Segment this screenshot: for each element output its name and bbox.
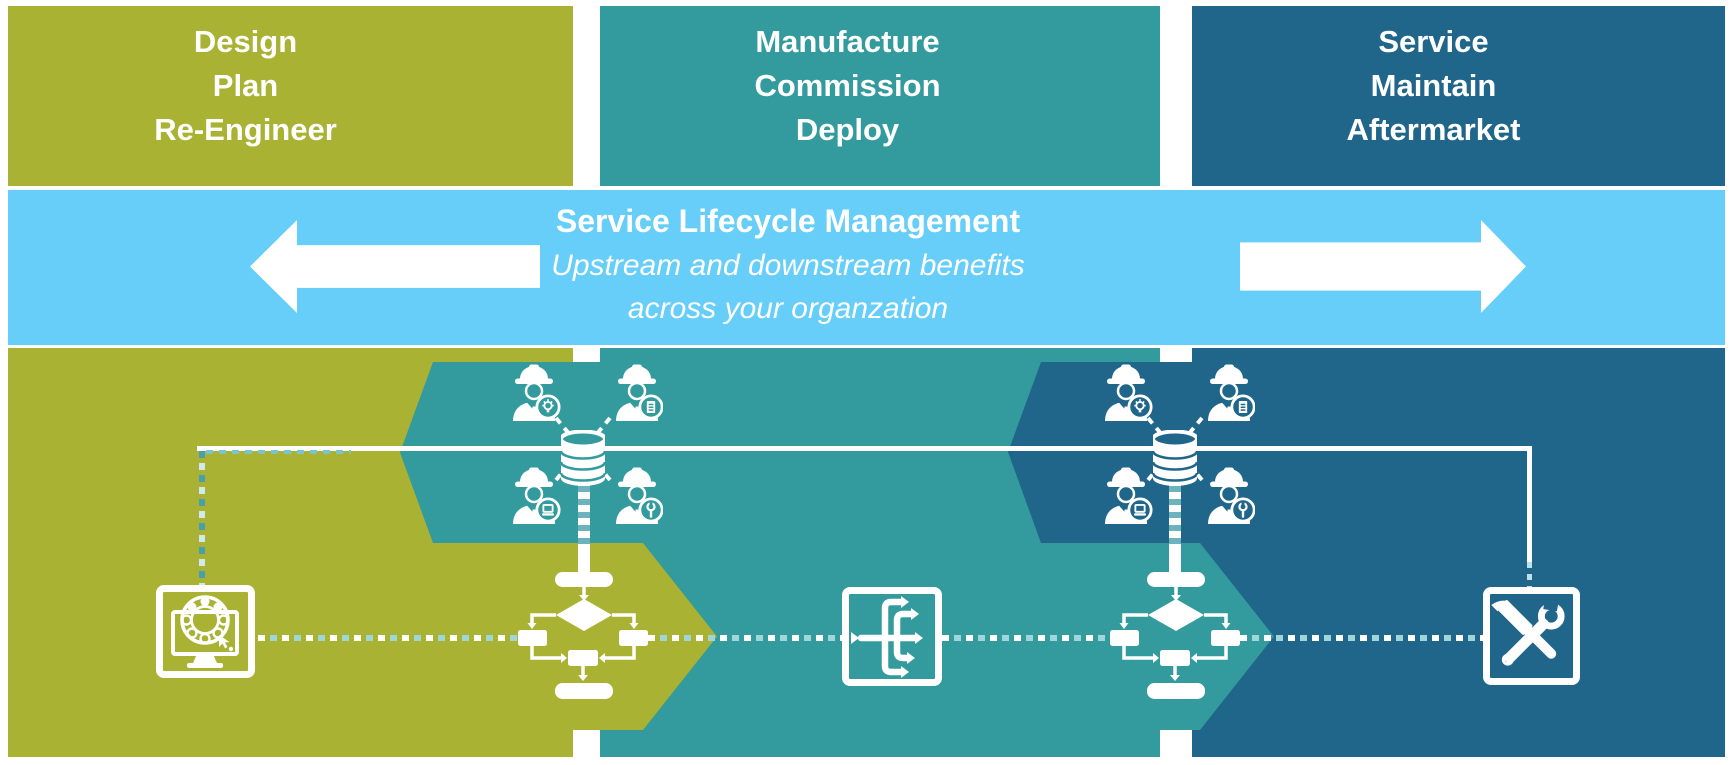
banner-text: Service Lifecycle Management Upstream an…: [8, 198, 1568, 330]
data-hub-cluster-left: [511, 363, 663, 524]
engineer-laptop-icon: [1103, 466, 1153, 524]
db-stem-right-dashes: [1169, 486, 1181, 544]
workflow-dotted-segment-4: [1240, 635, 1483, 641]
header-line: Maintain: [1370, 68, 1497, 103]
engineer-wrench-icon: [614, 466, 663, 524]
data-hub-cluster-right: [1103, 363, 1255, 524]
header-line: Aftermarket: [1346, 112, 1521, 147]
banner-title: Service Lifecycle Management: [555, 203, 1021, 239]
header-line: Manufacture: [755, 24, 940, 59]
column-header-design: Design Plan Re-Engineer: [8, 6, 573, 186]
header-line: Design: [193, 24, 298, 59]
workflow-dotted-segment-2: [648, 635, 842, 641]
cad-bearing-monitor-icon: [156, 585, 255, 678]
engineer-wrench-icon: [1206, 466, 1255, 524]
banner-subtitle-line2: across your organzation: [627, 292, 949, 325]
banner-subtitle-line1: Upstream and downstream benefits: [551, 249, 1025, 282]
data-line-dash-overlay: [206, 450, 351, 454]
header-line: Deploy: [795, 112, 900, 147]
data-line-drop-right: [1527, 446, 1532, 562]
engineer-laptop-icon: [511, 466, 561, 524]
header-line: Commission: [754, 68, 941, 103]
header-line: Service: [1378, 24, 1489, 59]
cursor-icon: [219, 635, 230, 649]
data-line-horizontal: [197, 446, 1532, 451]
workflow-flowchart-left: [518, 571, 648, 699]
db-stem-left-dashes: [578, 486, 590, 544]
distribution-switch-icon: [842, 587, 942, 686]
header-line: Plan: [212, 68, 279, 103]
workflow-dotted-segment-3: [942, 635, 1110, 641]
engineer-idea-icon: [1103, 363, 1153, 421]
engineer-idea-icon: [511, 363, 561, 421]
header-line: Re-Engineer: [154, 112, 337, 147]
data-line-drop-right-dashes: [1527, 562, 1532, 587]
column-header-manufacture: Manufacture Commission Deploy: [600, 6, 1160, 186]
workflow-flowchart-right: [1110, 571, 1240, 699]
column-header-service: Service Maintain Aftermarket: [1192, 6, 1725, 186]
data-line-drop-left: [199, 451, 205, 585]
engineer-document-icon: [1206, 363, 1255, 421]
workflow-dotted-segment-1: [258, 635, 518, 641]
database-icon: [1153, 430, 1197, 488]
engineer-document-icon: [614, 363, 663, 421]
hammer-wrench-tools-icon: [1483, 587, 1580, 685]
slm-banner: Service Lifecycle Management Upstream an…: [8, 190, 1725, 345]
database-icon: [561, 430, 605, 488]
